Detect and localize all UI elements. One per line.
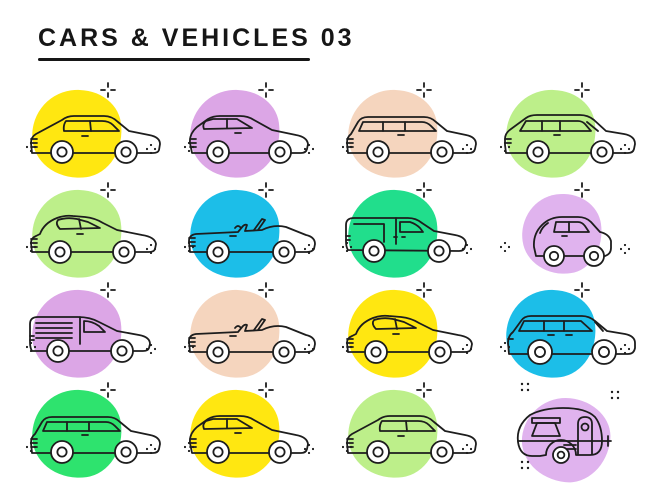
plus-sparkle-icon [304, 344, 314, 354]
sedan-tile [18, 82, 176, 184]
title-underline [38, 58, 310, 61]
coupe-tile [18, 182, 176, 284]
plus-sparkle-icon [574, 82, 590, 98]
cargo-van-icon [29, 316, 151, 363]
plus-sparkle-icon [304, 244, 314, 254]
estate-wagon-tile [18, 382, 176, 484]
plus-sparkle-icon [500, 342, 510, 352]
plus-sparkle-icon [462, 244, 472, 254]
plus-sparkle-icon [258, 282, 274, 298]
page-title: CARS & VEHICLES 03 [38, 24, 355, 52]
compact-hatchback-tile [176, 382, 334, 484]
roadster-tile [176, 282, 334, 384]
coupe-icon [30, 214, 157, 264]
hatchback-icon [188, 115, 309, 164]
roadster-icon [188, 318, 316, 364]
icon-grid [18, 82, 650, 487]
plus-sparkle-icon [574, 282, 590, 298]
compact-hatchback-icon [188, 415, 309, 464]
header: CARS & VEHICLES 03 [38, 24, 355, 61]
plus-sparkle-icon [416, 82, 432, 98]
small-sedan-tile [334, 382, 492, 484]
microcar-tile [492, 182, 650, 282]
plus-sparkle-icon [342, 142, 352, 152]
plus-sparkle-icon [500, 242, 510, 252]
plus-sparkle-icon [146, 444, 156, 454]
plus-sparkle-icon [304, 444, 314, 454]
delivery-van-tile [334, 182, 492, 284]
cargo-van-tile [18, 282, 176, 384]
camper-trailer-tile [492, 382, 650, 487]
plus-sparkle-icon [146, 344, 156, 354]
x-sparkle-icon [610, 390, 620, 400]
plus-sparkle-icon [26, 342, 36, 352]
plus-sparkle-icon [26, 142, 36, 152]
plus-sparkle-icon [416, 282, 432, 298]
plus-sparkle-icon [258, 82, 274, 98]
plus-sparkle-icon [184, 242, 194, 252]
plus-sparkle-icon [184, 142, 194, 152]
plus-sparkle-icon [416, 382, 432, 398]
station-wagon-tile [334, 82, 492, 184]
station-wagon-icon [346, 116, 477, 164]
plus-sparkle-icon [304, 144, 314, 154]
plus-sparkle-icon [500, 142, 510, 152]
plus-sparkle-icon [100, 382, 116, 398]
x-sparkle-icon [520, 382, 530, 392]
plus-sparkle-icon [620, 144, 630, 154]
plus-sparkle-icon [462, 144, 472, 154]
estate-wagon-icon [30, 416, 161, 464]
suv-icon [507, 315, 636, 365]
plus-sparkle-icon [26, 242, 36, 252]
plus-sparkle-icon [146, 144, 156, 154]
convertible-icon [188, 218, 316, 264]
minivan-icon [504, 114, 636, 164]
plus-sparkle-icon [100, 82, 116, 98]
plus-sparkle-icon [100, 282, 116, 298]
plus-sparkle-icon [184, 442, 194, 452]
plus-sparkle-icon [26, 442, 36, 452]
microcar-icon [533, 216, 612, 267]
plus-sparkle-icon [342, 442, 352, 452]
plus-sparkle-icon [146, 244, 156, 254]
plus-sparkle-icon [342, 342, 352, 352]
plus-sparkle-icon [416, 182, 432, 198]
plus-sparkle-icon [100, 182, 116, 198]
plus-sparkle-icon [620, 244, 630, 254]
x-sparkle-icon [520, 460, 530, 470]
sports-coupe-tile [334, 282, 492, 384]
plus-sparkle-icon [184, 342, 194, 352]
plus-sparkle-icon [462, 444, 472, 454]
minivan-tile [492, 82, 650, 184]
small-sedan-icon [346, 415, 477, 464]
camper-trailer-icon [516, 407, 612, 464]
hatchback-tile [176, 82, 334, 184]
plus-sparkle-icon [462, 344, 472, 354]
plus-sparkle-icon [620, 344, 630, 354]
sports-coupe-icon [346, 314, 473, 364]
plus-sparkle-icon [258, 182, 274, 198]
convertible-tile [176, 182, 334, 284]
delivery-van-icon [345, 217, 467, 263]
plus-sparkle-icon [574, 182, 590, 198]
sedan-icon [30, 115, 161, 164]
plus-sparkle-icon [342, 242, 352, 252]
plus-sparkle-icon [258, 382, 274, 398]
suv-tile [492, 282, 650, 384]
